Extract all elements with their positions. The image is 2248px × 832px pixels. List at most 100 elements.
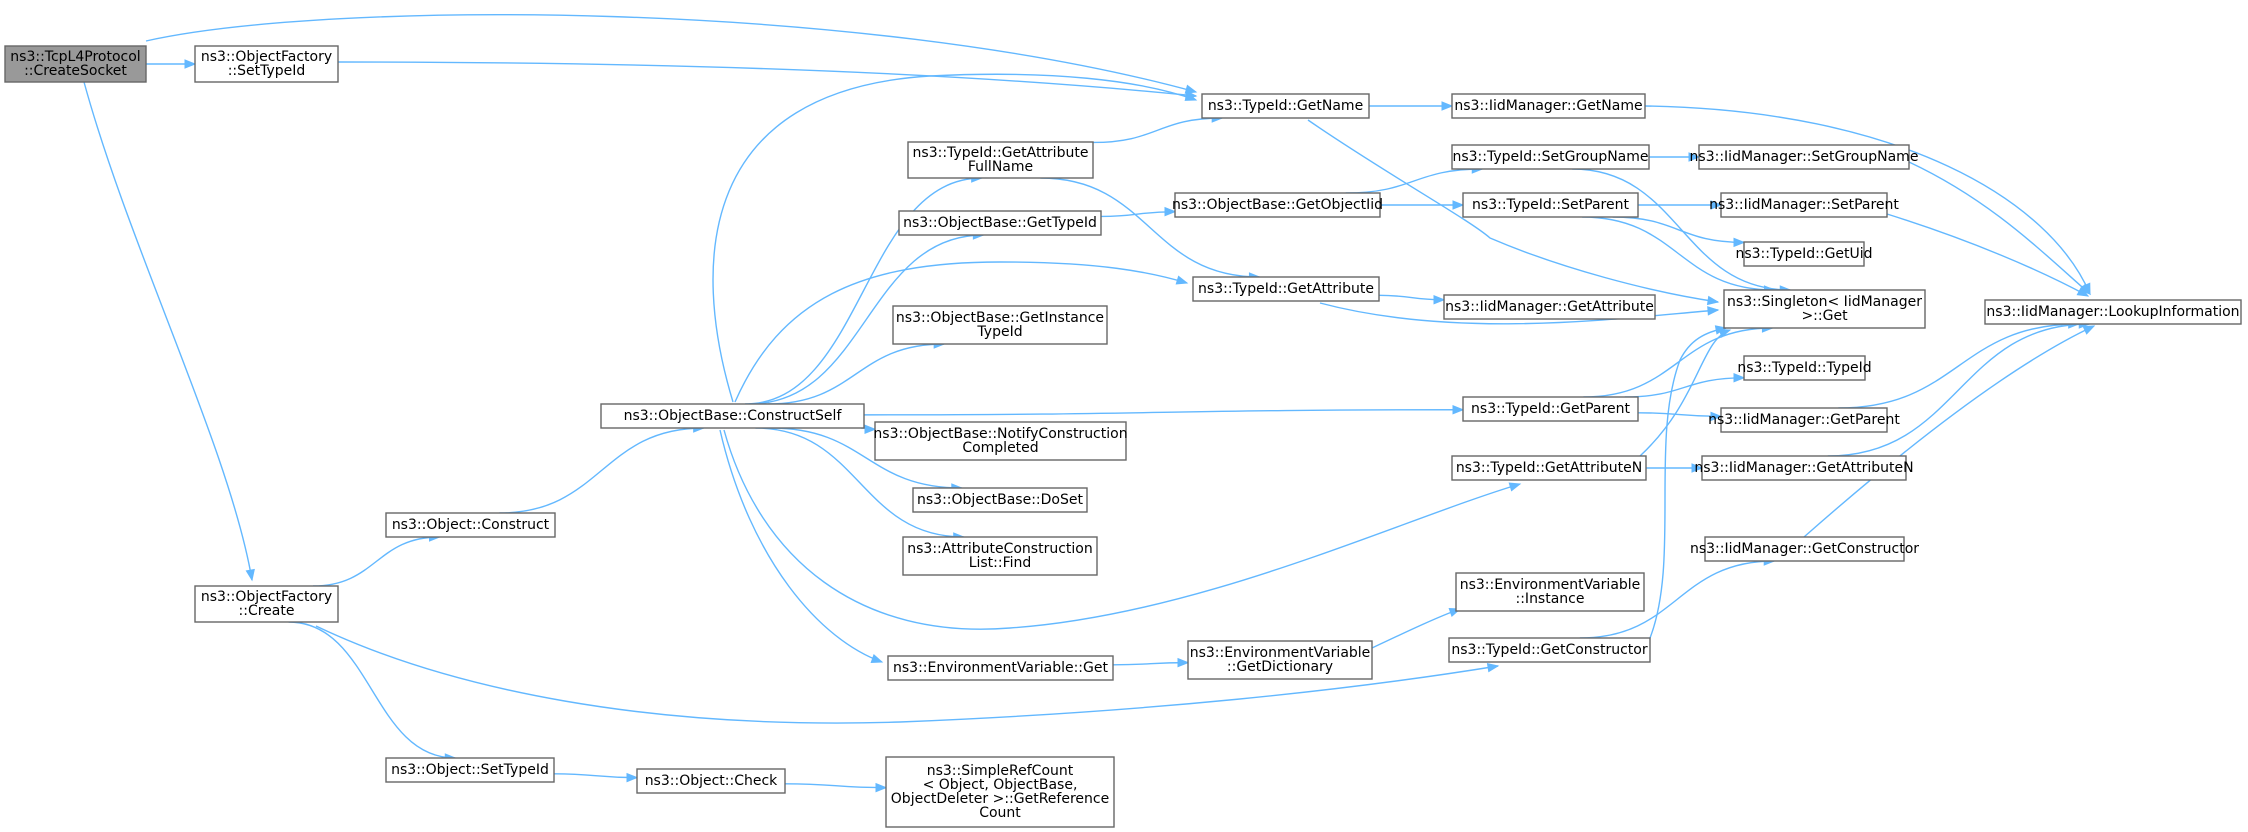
node-label: ns3::EnvironmentVariable (1460, 577, 1641, 593)
edge-arrowhead (1710, 200, 1723, 210)
node-envvar_getdict[interactable]: ns3::EnvironmentVariable::GetDictionary (1187, 640, 1373, 680)
node-iid_setgroupname[interactable]: ns3::IidManager::SetGroupName (1690, 144, 1919, 170)
edge-obj_settypeid-to-obj_check (553, 772, 639, 783)
edge-line (312, 536, 440, 587)
edge-line (337, 61, 1197, 97)
node-label: ns3::ObjectBase::GetObjectIid (1172, 197, 1383, 213)
node-label: ns3::ObjectBase::NotifyConstruction (873, 426, 1127, 442)
edge-line (553, 773, 638, 779)
node-typeid_setparent[interactable]: ns3::TypeId::SetParent (1462, 192, 1639, 218)
node-box (1451, 144, 1650, 170)
node-box (912, 487, 1088, 513)
node-envvar_get[interactable]: ns3::EnvironmentVariable::Get (887, 655, 1114, 681)
node-envvar_instance[interactable]: ns3::EnvironmentVariable::Instance (1455, 572, 1645, 612)
edge-arrowhead (2082, 325, 2096, 335)
node-iid_getattribute[interactable]: ns3::IidManager::GetAttribute (1443, 294, 1656, 320)
edge-line (1803, 325, 2095, 538)
node-of_create[interactable]: ns3::ObjectFactory::Create (194, 585, 339, 623)
edge-arrowhead (1486, 663, 1500, 673)
edge-line (1319, 302, 1719, 325)
edge-typeid_getattributen-to-iid_getattributen (1646, 463, 1704, 473)
node-label: ns3::TcpL4Protocol (10, 49, 140, 65)
node-iid_getconstructor[interactable]: ns3::IidManager::GetConstructor (1690, 536, 1919, 562)
node-typeid_getattribute[interactable]: ns3::TypeId::GetAttribute (1192, 276, 1380, 302)
node-box (385, 757, 555, 783)
node-iid_getparent[interactable]: ns3::IidManager::GetParent (1708, 407, 1900, 433)
node-label: ::Instance (1516, 591, 1585, 607)
node-iid_lookupinfo[interactable]: ns3::IidManager::LookupInformation (1984, 299, 2242, 325)
edge-obj_construct-to-ob_constructself (499, 423, 706, 514)
edge-arrowhead (184, 59, 197, 69)
node-label: ns3::TypeId::GetName (1208, 98, 1363, 114)
node-typeid_getparent[interactable]: ns3::TypeId::GetParent (1462, 396, 1639, 422)
node-box (4, 45, 147, 83)
node-label: ::CreateSocket (24, 63, 127, 79)
node-simplerefcount[interactable]: ns3::SimpleRefCount< Object, ObjectBase,… (885, 756, 1115, 828)
edge-arrowhead (1452, 200, 1465, 210)
node-label: ns3::IidManager::LookupInformation (1986, 304, 2239, 320)
edge-line (1886, 213, 2089, 297)
edge-line (784, 783, 887, 789)
edge-arrowhead (875, 782, 888, 793)
edge-typeid_getattribute-to-singleton_get (1319, 302, 1720, 325)
node-label: ::SetTypeId (228, 63, 306, 79)
node-label: ns3::TypeId::GetAttributeN (1456, 460, 1642, 476)
edge-arrowhead (1508, 482, 1522, 492)
node-obj_settypeid[interactable]: ns3::Object::SetTypeId (385, 757, 555, 783)
node-ob_getobjectiid[interactable]: ns3::ObjectBase::GetObjectIid (1172, 192, 1383, 218)
node-ob_doset[interactable]: ns3::ObjectBase::DoSet (912, 487, 1088, 513)
edge-arrowhead (1441, 101, 1454, 111)
edge-line (734, 261, 1188, 403)
node-ob_notify[interactable]: ns3::ObjectBase::NotifyConstructionCompl… (873, 421, 1128, 461)
edge-arrowhead (245, 568, 255, 582)
node-of_settypeid[interactable]: ns3::ObjectFactory::SetTypeId (194, 45, 339, 83)
node-obj_check[interactable]: ns3::Object::Check (636, 768, 786, 794)
node-box (887, 655, 1114, 681)
edge-line (1624, 377, 1745, 398)
edge-line (288, 621, 456, 759)
node-iid_setparent[interactable]: ns3::IidManager::SetParent (1709, 192, 1899, 218)
node-box (1443, 294, 1656, 320)
node-label: TypeId (976, 324, 1022, 340)
node-label: ns3::Object::Construct (392, 517, 550, 533)
node-box (1723, 289, 1926, 329)
edge-typeid_getname-to-singleton_get (1307, 119, 1720, 306)
edge-obj_check-to-simplerefcount (784, 782, 888, 793)
node-tcp_create_socket[interactable]: ns3::TcpL4Protocol::CreateSocket (4, 45, 147, 83)
node-iid_getattributen[interactable]: ns3::IidManager::GetAttributeN (1694, 455, 1914, 481)
edge-line (1040, 177, 1260, 278)
edge-tcp_create_socket-to-of_create (83, 81, 255, 582)
edge-line (1583, 327, 1773, 398)
node-typeid_setgroupname[interactable]: ns3::TypeId::SetGroupName (1451, 144, 1650, 170)
node-typeid_getname[interactable]: ns3::TypeId::GetName (1201, 93, 1370, 119)
edge-typeid_setparent-to-typeid_getuid (1612, 216, 1746, 248)
node-box (885, 756, 1115, 828)
node-ob_constructself[interactable]: ns3::ObjectBase::ConstructSelf (600, 403, 865, 429)
node-box (1462, 192, 1639, 218)
node-label: Completed (962, 440, 1038, 456)
node-typeid_getuid[interactable]: ns3::TypeId::GetUid (1735, 241, 1873, 267)
edge-line (712, 73, 1197, 403)
edge-of_create-to-typeid_getconstructor (315, 625, 1500, 724)
node-obj_construct[interactable]: ns3::Object::Construct (385, 512, 556, 538)
node-label: ns3::EnvironmentVariable (1190, 645, 1371, 661)
node-singleton_get[interactable]: ns3::Singleton< IidManager >::Get (1723, 289, 1926, 329)
node-iid_getname[interactable]: ns3::IidManager::GetName (1451, 93, 1646, 119)
node-typeid_getconstructor[interactable]: ns3::TypeId::GetConstructor (1448, 637, 1651, 663)
node-typeid_getattributen[interactable]: ns3::TypeId::GetAttributeN (1451, 455, 1647, 481)
node-ob_gettypeid[interactable]: ns3::ObjectBase::GetTypeId (898, 210, 1102, 236)
edge-line (770, 427, 962, 489)
edge-line (83, 81, 253, 581)
edge-arrowhead (1733, 373, 1746, 383)
node-typeid_typeid[interactable]: ns3::TypeId::TypeId (1737, 355, 1872, 381)
edges-layer (83, 14, 2096, 793)
edge-line (1307, 119, 1719, 303)
edge-iid_getattributen-to-iid_lookupinfo (1827, 319, 2091, 457)
edge-arrowhead (1164, 206, 1177, 217)
node-label: ns3::TypeId::TypeId (1737, 360, 1871, 376)
edge-line (1092, 117, 1223, 144)
